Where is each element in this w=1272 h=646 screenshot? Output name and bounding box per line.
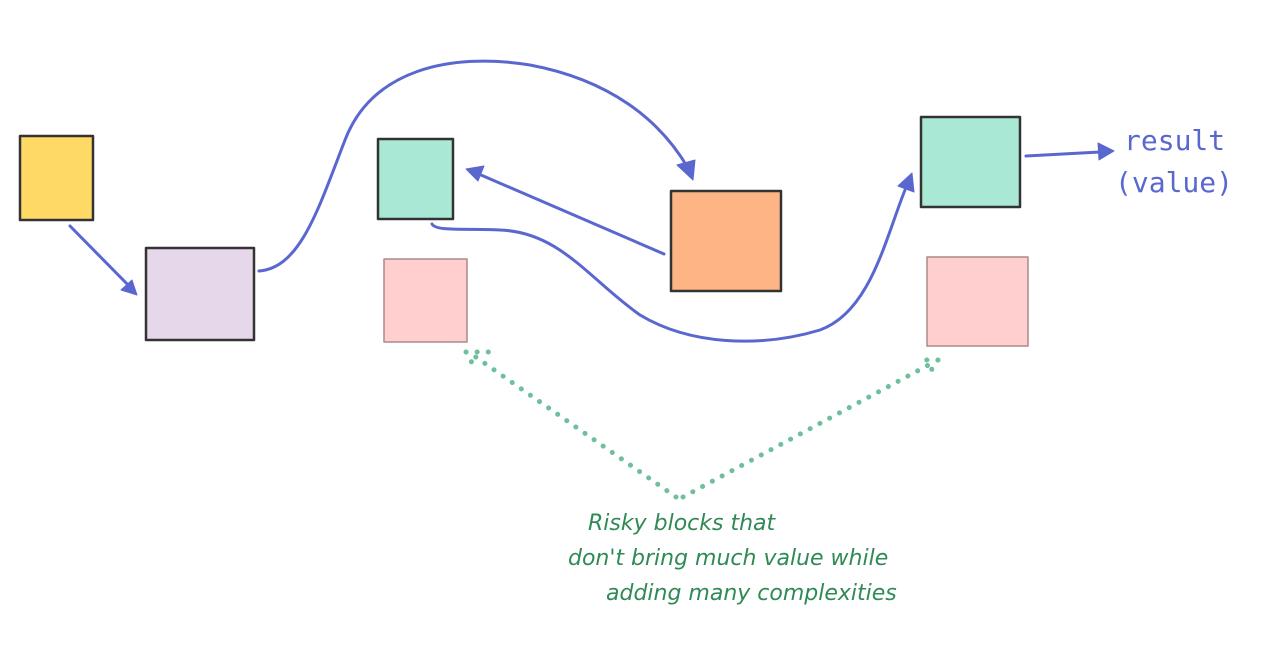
arrowhead-orange-to-mint <box>465 165 485 182</box>
result-value-label: (value) <box>1115 166 1233 199</box>
annotation-line-3: adding many complexities <box>606 581 897 606</box>
yellow-block <box>18 134 95 222</box>
arrow-lilac-to-orange <box>257 59 690 273</box>
arrow-orange-to-mint <box>479 173 666 256</box>
dotted-pointer-left-head <box>463 349 493 373</box>
dotted-pointer-left <box>467 350 679 500</box>
arrowhead-to-result-label <box>1097 142 1115 161</box>
orange-block <box>669 189 783 293</box>
risky-pink-block-left <box>383 258 468 343</box>
lilac-block <box>144 246 256 342</box>
risky-pink-block-right <box>926 256 1029 347</box>
mint-block-right <box>919 115 1022 209</box>
arrow-mint-to-result-block <box>430 188 907 343</box>
result-label: result <box>1124 124 1225 157</box>
arrowhead-mint-to-result-block <box>897 172 915 193</box>
annotation-line-1: Risky blocks that <box>588 511 776 536</box>
dotted-pointer-right-head <box>913 357 941 381</box>
dotted-pointer-right <box>680 359 937 500</box>
arrow-to-result-label <box>1024 150 1102 158</box>
arrow-yellow-to-lilac <box>68 224 135 292</box>
arrowhead-lilac-to-orange <box>676 159 696 181</box>
arrowhead-yellow-to-lilac <box>120 279 138 296</box>
annotation-line-2: don't bring much value while <box>568 546 888 571</box>
mint-block-left <box>376 137 455 221</box>
